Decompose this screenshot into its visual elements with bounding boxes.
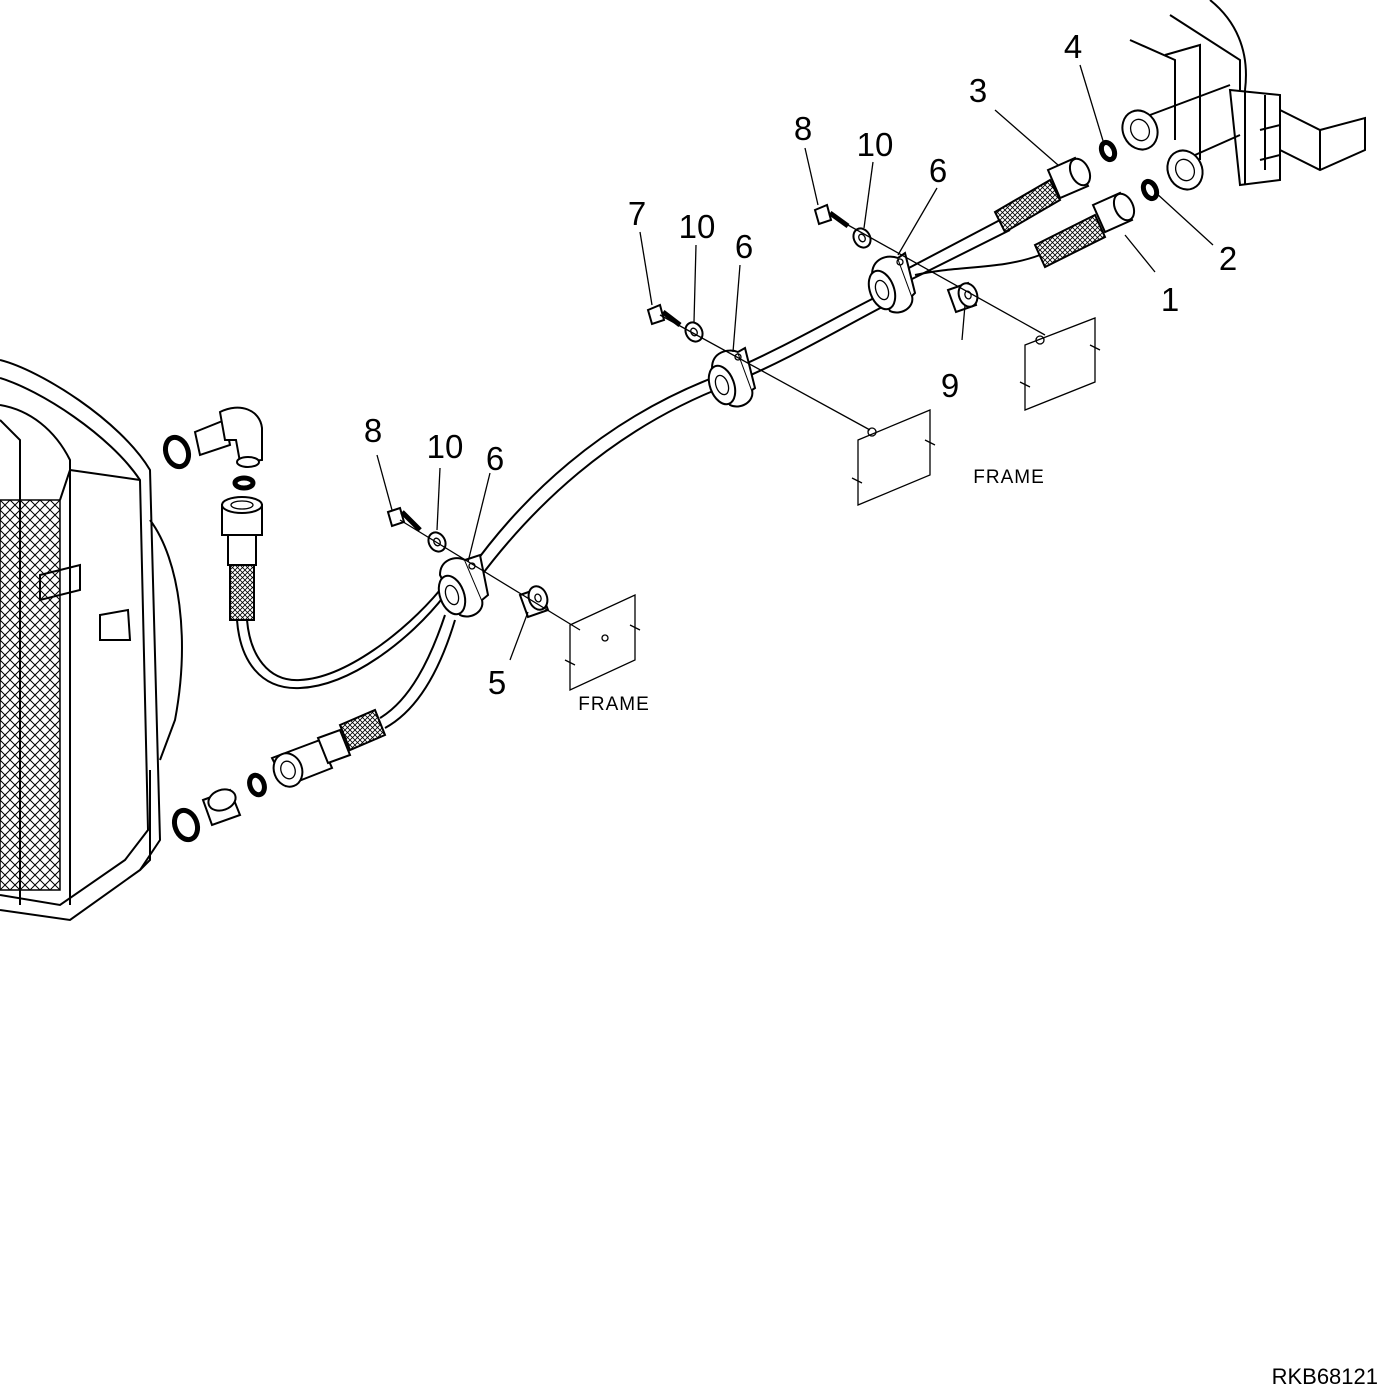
lower-fittings [171,614,456,843]
callout-10-lower: 10 [427,428,464,465]
callout-6-lower: 6 [486,440,504,477]
clamp-middle [707,346,757,408]
radiator-core [0,499,61,891]
clamp-upper [867,251,917,314]
clamp-lower [437,553,490,618]
callout-labels: 1 2 3 4 5 6 6 6 7 8 8 9 10 10 10 [364,28,1237,701]
callout-6-middle: 6 [735,228,753,265]
elbow-fitting [162,406,263,491]
machine-structure [1121,0,1366,191]
main-pipe [469,219,1041,581]
o-ring-item-4 [1098,139,1118,163]
o-ring-lower-radiator [171,807,201,843]
frame-section-upper [1019,317,1101,411]
callout-8-upper: 8 [794,110,812,147]
callout-5: 5 [488,664,506,701]
frame-label-lower: FRAME [578,694,650,715]
frame-section-middle [851,409,936,506]
o-ring-item-2 [1140,178,1160,202]
callout-10-upper: 10 [857,126,894,163]
assembly-center-lines [399,214,1046,631]
radiator [0,359,183,922]
callout-2: 2 [1219,240,1237,277]
spacer-upper [946,281,979,314]
o-ring-lower-hose [247,772,267,798]
washer-middle [684,321,704,343]
hose-left-upper [221,496,446,690]
callout-4: 4 [1064,28,1082,65]
leader-lines [376,64,1214,661]
bolt-upper [813,203,872,249]
callout-10-middle: 10 [679,208,716,245]
hose-upper-right-3 [993,139,1118,234]
bolt-middle [646,303,704,343]
callout-1: 1 [1161,281,1179,318]
callout-8-lower: 8 [364,412,382,449]
hose-upper-right-1 [1033,178,1160,269]
callout-7: 7 [628,195,646,232]
callout-6-upper: 6 [929,152,947,189]
callout-9: 9 [941,367,959,404]
o-ring-elbow [232,475,256,491]
frame-label-upper: FRAME [973,467,1045,488]
frame-section-lower [564,593,641,692]
o-ring-upper-radiator [162,434,192,470]
spacer-lower [518,585,550,619]
drawing-id: RKB68121 [1272,1364,1378,1386]
callout-3: 3 [969,72,987,109]
